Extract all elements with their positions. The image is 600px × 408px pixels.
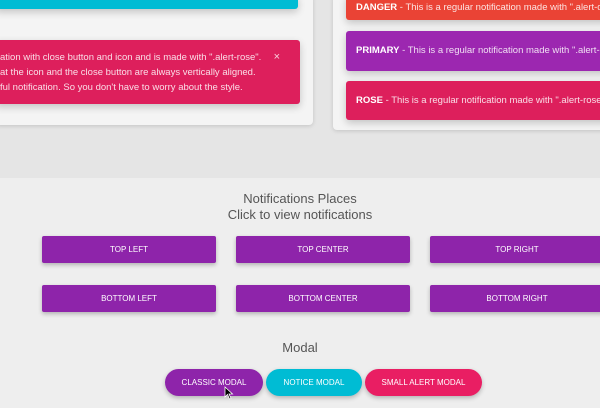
alert-text: - This is a regular notification made wi… <box>402 45 600 56</box>
alert-line: at the icon and the close button are alw… <box>0 67 256 78</box>
alert-label: ROSE <box>356 95 383 106</box>
top-left-button[interactable]: TOP LEFT <box>42 236 216 263</box>
danger-alert: DANGER - This is a regular notification … <box>346 0 600 20</box>
rose-alert: ROSE - This is a regular notification ma… <box>346 81 600 120</box>
primary-alert: PRIMARY - This is a regular notification… <box>346 31 600 71</box>
places-subtitle: Click to view notifications <box>227 207 373 222</box>
info-alert <box>0 0 298 9</box>
top-center-button[interactable]: TOP CENTER <box>236 236 410 263</box>
places-title: Notifications Places <box>243 191 357 206</box>
alerts-card-left: ation with close button and icon and is … <box>0 0 313 125</box>
alert-text: - This is a regular notification made wi… <box>382 95 600 106</box>
bottom-left-button[interactable]: BOTTOM LEFT <box>42 285 216 312</box>
alert-line: ation with close button and icon and is … <box>0 52 262 63</box>
alerts-section: ation with close button and icon and is … <box>0 0 600 178</box>
classic-modal-button[interactable]: CLASSIC MODAL <box>165 369 263 396</box>
alert-text: - This is a regular notification made wi… <box>399 2 600 13</box>
alerts-card-right: DANGER - This is a regular notification … <box>333 0 600 130</box>
modal-title: Modal <box>282 340 318 355</box>
mouse-cursor-icon <box>224 386 234 400</box>
bottom-center-button[interactable]: BOTTOM CENTER <box>236 285 410 312</box>
alert-line: ful notification. So you don't have to w… <box>0 82 243 93</box>
top-right-button[interactable]: TOP RIGHT <box>430 236 600 263</box>
bottom-right-button[interactable]: BOTTOM RIGHT <box>430 285 600 312</box>
alert-label: DANGER <box>356 2 398 13</box>
alert-label: PRIMARY <box>356 45 400 56</box>
rose-alert-with-icon: ation with close button and icon and is … <box>0 40 300 104</box>
notice-modal-button[interactable]: NOTICE MODAL <box>266 369 362 396</box>
small-alert-modal-button[interactable]: SMALL ALERT MODAL <box>365 369 482 396</box>
close-icon[interactable]: × <box>273 51 280 63</box>
